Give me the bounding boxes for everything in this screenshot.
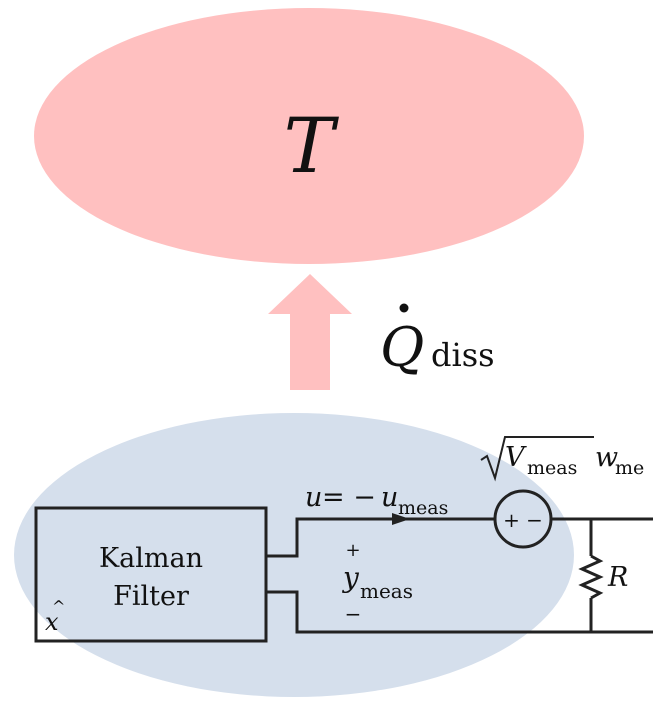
circuit-wires xyxy=(266,517,653,634)
noise-process-symbol: w xyxy=(595,442,618,473)
control-input-lhs: u xyxy=(305,482,322,513)
control-input-equals: = − xyxy=(322,482,376,513)
noise-voltage-source xyxy=(493,489,553,549)
signal-direction-arrow xyxy=(392,513,410,525)
kalman-filter-line2: Filter xyxy=(113,581,189,612)
noise-process-subscript: me xyxy=(615,457,644,479)
resistor-label: R xyxy=(607,562,628,593)
measurement-symbol: y xyxy=(341,561,360,594)
noise-variance-symbol: V xyxy=(505,442,527,473)
state-estimate-symbol: x xyxy=(45,608,59,636)
noise-variance-subscript: meas xyxy=(527,457,577,479)
resistor-zigzag xyxy=(578,554,604,600)
time-derivative-dot xyxy=(399,303,409,313)
measurement-minus-sign: − xyxy=(345,602,362,626)
heat-flow-symbol: Q xyxy=(380,316,424,379)
heat-flow-label: Q diss xyxy=(380,303,495,379)
kalman-filter-line1: Kalman xyxy=(99,543,203,574)
kalman-filter-box xyxy=(34,506,268,643)
control-input-rhs: u xyxy=(381,482,398,513)
square-root-sign xyxy=(480,436,594,482)
source-polarity: + − xyxy=(503,508,543,532)
temperature-node xyxy=(34,8,584,264)
input-wire xyxy=(266,590,653,634)
heat-flow-arrow xyxy=(268,274,352,390)
state-estimate-hat: ^ xyxy=(52,597,65,616)
measurement-subscript: meas xyxy=(360,579,413,603)
temperature-symbol: T xyxy=(284,101,340,190)
control-input-label: u = − u meas xyxy=(305,482,448,519)
control-input-rhs-subscript: meas xyxy=(398,497,448,519)
noise-amplitude-label: V meas w me xyxy=(480,436,644,482)
measurement-plus-sign: + xyxy=(345,540,360,561)
heat-flow-subscript: diss xyxy=(431,336,495,374)
